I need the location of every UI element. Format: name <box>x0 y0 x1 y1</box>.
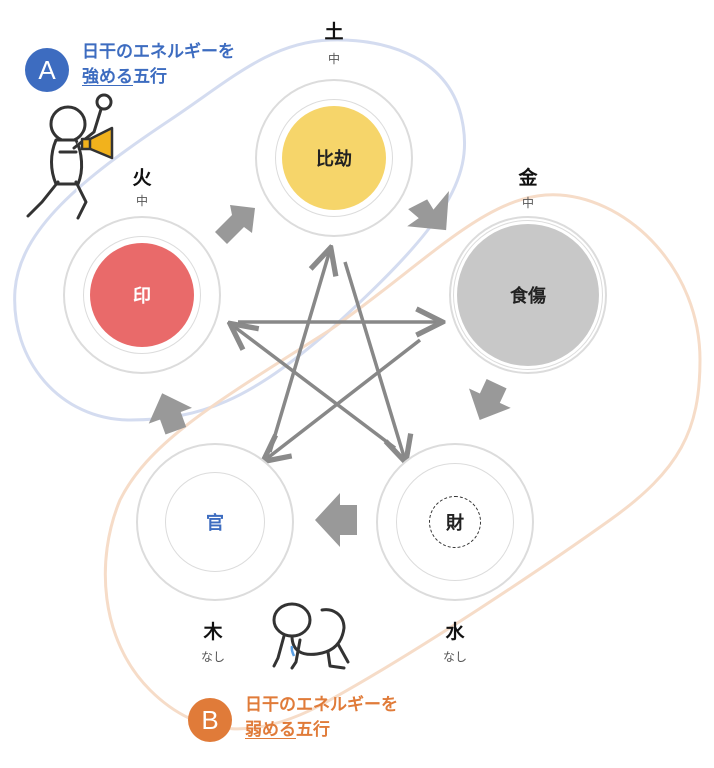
control-star <box>232 250 440 460</box>
callout-b-line2: 弱める五行 <box>245 718 398 743</box>
water-name: 水 <box>445 621 465 643</box>
callout-a-line1: 日干のエネルギーを <box>82 42 235 62</box>
water-star-circle: 財 <box>429 496 481 548</box>
water-level: なし <box>442 650 468 664</box>
callout-b-five-elements: 五行 <box>296 720 330 740</box>
fire-name: 火 <box>132 167 152 189</box>
kneeling-person-icon <box>272 602 350 670</box>
fire-level: 中 <box>135 194 149 208</box>
megaphone-person-icon <box>26 93 114 220</box>
star-line-2 <box>232 325 397 450</box>
callout-a-badge: A <box>25 48 69 92</box>
callout-b-line1: 日干のエネルギーを <box>245 695 398 715</box>
metal-star-label: 食傷 <box>510 286 546 307</box>
metal-name: 金 <box>518 167 538 189</box>
metal-star-circle: 食傷 <box>457 224 599 366</box>
arrow-wood-to-fire <box>148 393 192 435</box>
water-star-label: 財 <box>446 513 464 534</box>
star-line-4 <box>265 338 422 460</box>
wood-star-label: 官 <box>206 513 224 534</box>
callout-b-text: 日干のエネルギーを 弱める五行 <box>245 693 398 743</box>
callout-a-line2: 強める五行 <box>82 65 235 90</box>
wood-star-circle: 官 <box>185 492 245 552</box>
star-line-5 <box>268 250 330 453</box>
callout-a-strengthen: 強める <box>82 67 133 87</box>
metal-level: 中 <box>521 196 535 210</box>
fire-star-label: 印 <box>133 286 151 307</box>
wood-level: なし <box>200 650 226 664</box>
arrow-water-to-wood <box>315 493 357 547</box>
earth-star-circle: 比劫 <box>282 106 386 210</box>
callout-b-badge: B <box>188 698 232 742</box>
callout-a-badge-letter: A <box>38 54 56 85</box>
arrow-metal-to-water <box>469 379 511 420</box>
fire-star-circle: 印 <box>90 243 194 347</box>
callout-a-text: 日干のエネルギーを 強める五行 <box>82 40 235 90</box>
callout-b-weaken: 弱める <box>245 720 296 740</box>
callout-b-badge-letter: B <box>201 704 219 735</box>
group-a-outline <box>13 38 467 422</box>
wood-inner-ring <box>165 472 265 572</box>
earth-name: 土 <box>324 21 344 43</box>
arrow-earth-to-metal <box>407 190 449 231</box>
callout-a-five-elements: 五行 <box>133 67 167 87</box>
earth-level: 中 <box>327 52 341 66</box>
wood-name: 木 <box>203 621 223 643</box>
generation-arrows <box>148 190 511 547</box>
star-line-1 <box>343 261 405 460</box>
earth-star-label: 比劫 <box>316 149 352 170</box>
arrow-fire-to-earth <box>215 205 255 244</box>
